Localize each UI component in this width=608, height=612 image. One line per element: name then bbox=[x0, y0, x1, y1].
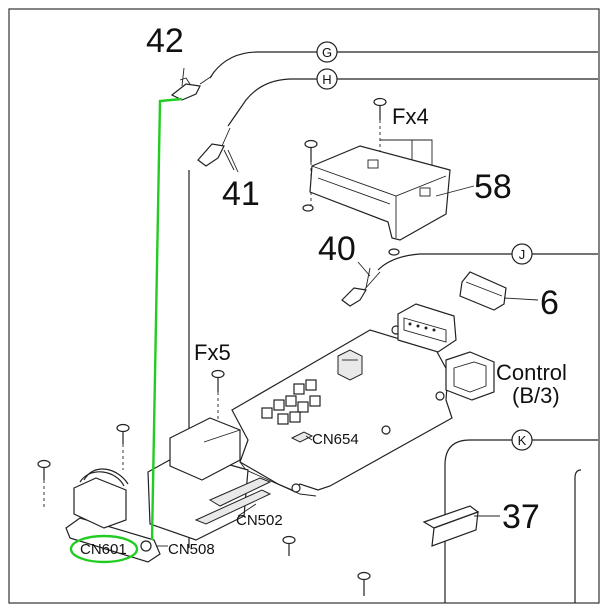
control-sub-label: (B/3) bbox=[512, 383, 560, 408]
leader-41 bbox=[227, 149, 239, 173]
cap-part-6 bbox=[459, 271, 507, 311]
cn601-highlight-ring bbox=[69, 534, 139, 564]
cn502-label: CN502 bbox=[236, 512, 283, 529]
screw-left-1 bbox=[37, 459, 51, 508]
part-label-40: 40 bbox=[318, 230, 356, 268]
marker-h: H bbox=[322, 72, 331, 87]
marker-j-circle: J bbox=[511, 243, 533, 265]
cn654-label: CN654 bbox=[312, 431, 359, 448]
highlighted-harness bbox=[150, 97, 183, 541]
switch-array bbox=[261, 379, 321, 425]
flat-cable-37 bbox=[422, 505, 480, 547]
fx4-bracket bbox=[380, 139, 433, 168]
cn654-connector bbox=[290, 431, 314, 443]
leader-40 bbox=[357, 261, 371, 277]
screw-fx5 bbox=[211, 369, 225, 422]
shield-cover-58 bbox=[302, 145, 451, 256]
fx4-label: Fx4 bbox=[392, 104, 429, 129]
screw-left-2 bbox=[116, 423, 130, 470]
fx5-label: Fx5 bbox=[194, 340, 231, 365]
marker-j: J bbox=[519, 247, 526, 262]
cable-tie-40 bbox=[341, 267, 381, 307]
main-pcb bbox=[231, 325, 453, 497]
part-label-42: 42 bbox=[146, 22, 184, 60]
marker-g: G bbox=[322, 45, 332, 60]
part-label-58: 58 bbox=[474, 168, 512, 206]
screw-bottom-2 bbox=[357, 571, 371, 596]
leader-cn502 bbox=[237, 503, 257, 517]
control-label: Control bbox=[496, 360, 567, 385]
cn601-label: CN601 bbox=[80, 541, 127, 558]
cable-tie-42 bbox=[170, 67, 213, 101]
screw-bottom-1 bbox=[282, 535, 296, 556]
leader-cn654 bbox=[305, 435, 313, 441]
part-label-6: 6 bbox=[540, 284, 559, 322]
cn508-label: CN508 bbox=[168, 541, 215, 558]
leader-58 bbox=[435, 185, 475, 197]
part-label-37: 37 bbox=[502, 498, 540, 536]
marker-g-circle: G bbox=[316, 41, 338, 63]
marker-k: K bbox=[518, 433, 527, 448]
diagram-border bbox=[8, 8, 600, 604]
part-label-41: 41 bbox=[222, 175, 260, 213]
control-connector bbox=[445, 351, 495, 401]
marker-h-circle: H bbox=[316, 68, 338, 90]
dsub-connector bbox=[397, 303, 457, 353]
component-block bbox=[337, 349, 363, 381]
sub-board bbox=[147, 417, 272, 541]
marker-k-circle: K bbox=[511, 429, 533, 451]
leader-6 bbox=[503, 297, 539, 301]
screw-fx4-left bbox=[304, 139, 318, 206]
cable-tie-41 bbox=[197, 127, 235, 171]
